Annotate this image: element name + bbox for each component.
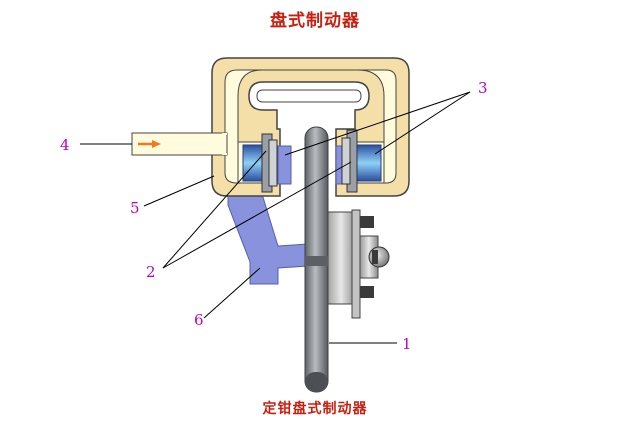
callout-6: 6: [194, 311, 204, 329]
callout-1: 1: [402, 335, 412, 353]
callout-2: 2: [146, 263, 156, 281]
leader-lines: [80, 91, 471, 344]
caliper-mounting-bracket: [227, 191, 309, 285]
diagram-caption: 定钳盘式制动器: [262, 401, 368, 417]
callout-3: 3: [478, 79, 488, 97]
wheel-hub: [325, 209, 390, 319]
leader-line-6: [203, 267, 261, 319]
callout-5: 5: [130, 199, 140, 217]
leader-line-2b: [162, 161, 352, 269]
leader-line-3b: [374, 91, 471, 155]
callout-4: 4: [60, 136, 70, 154]
diagram-title: 盘式制动器: [270, 11, 360, 31]
fluid-flow-arrow: [138, 140, 161, 148]
leader-line-5: [143, 175, 215, 207]
fluid-crossover-channel: [256, 89, 362, 103]
left-brake-pad: [277, 145, 292, 185]
leader-line-3a: [284, 91, 471, 156]
leader-line-2a: [162, 150, 267, 269]
